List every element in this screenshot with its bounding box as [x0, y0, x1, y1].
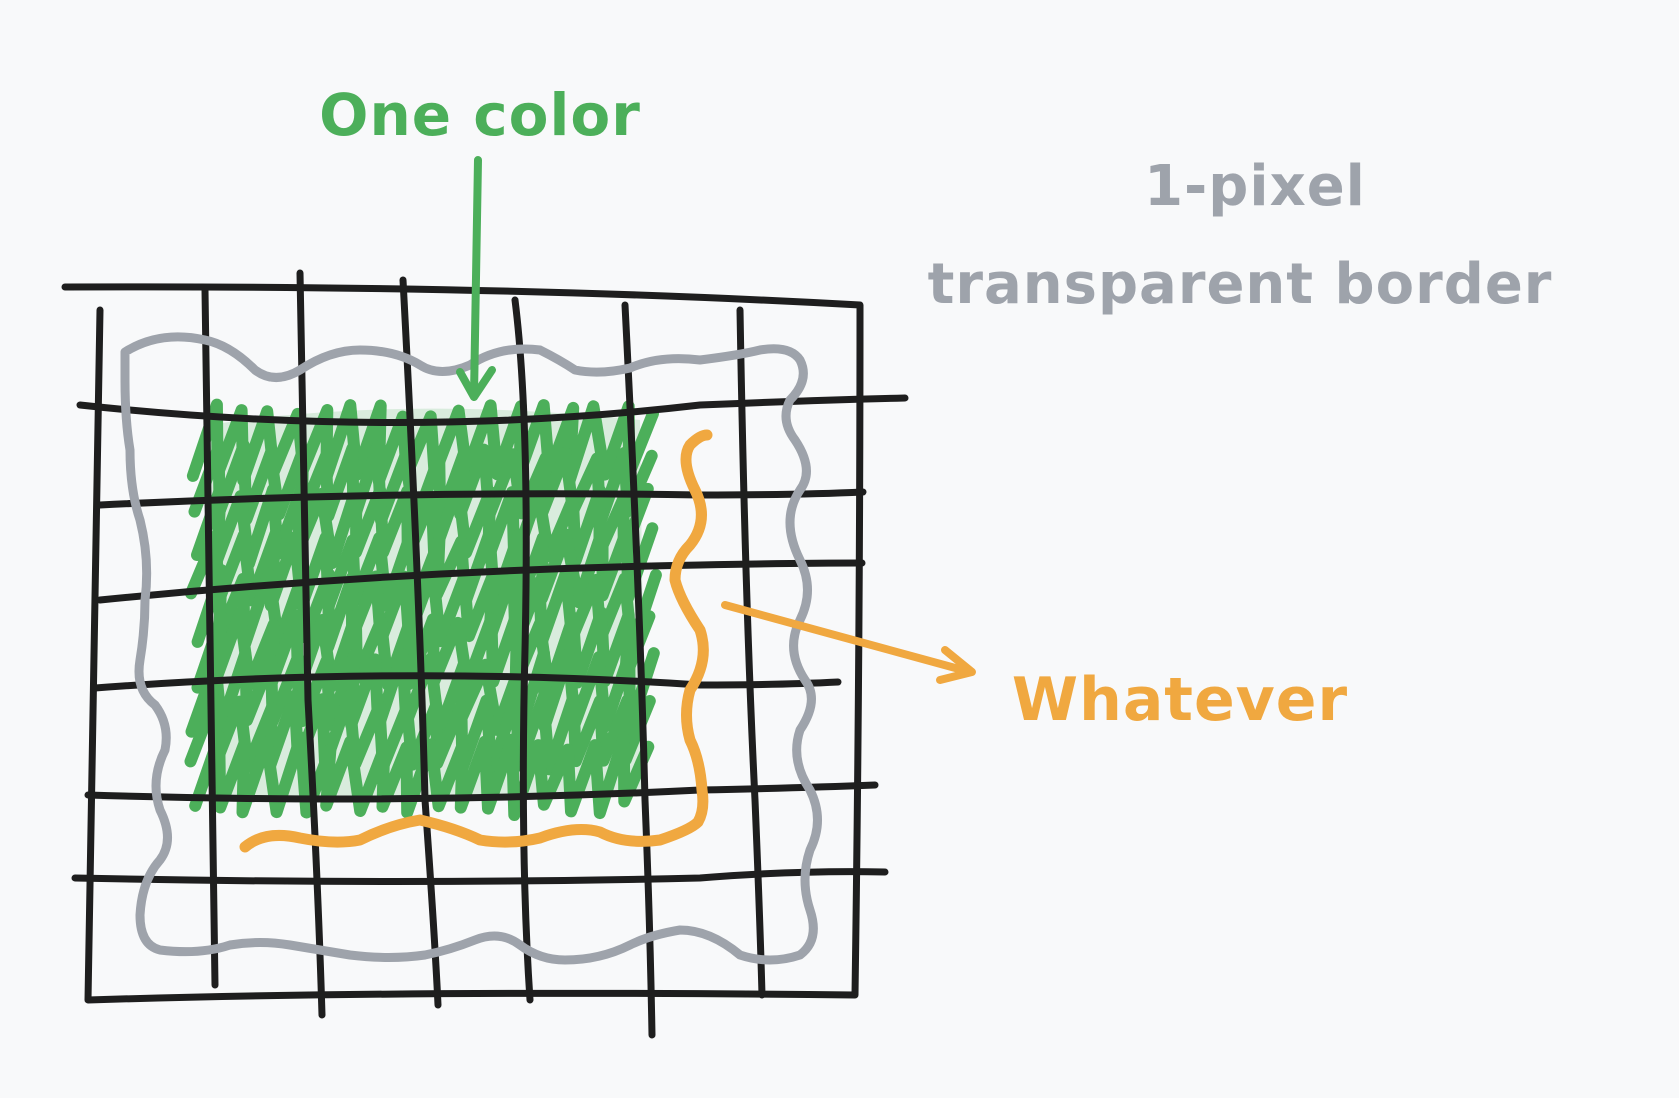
- green-scribble-stroke: [191, 480, 654, 570]
- orange-whatever-boundary: [239, 429, 713, 853]
- green-arrow: [456, 156, 496, 401]
- border-label-line1: 1-pixel: [1144, 154, 1366, 219]
- one-color-label: One color: [319, 81, 641, 149]
- grid-line-horizontal: [91, 672, 842, 692]
- green-scribble-stroke: [189, 730, 655, 821]
- grid-line-vertical: [511, 296, 534, 1004]
- whatever-label: Whatever: [1012, 665, 1348, 735]
- grid-line-horizontal: [71, 868, 889, 885]
- green-scribble-stroke: [186, 398, 659, 488]
- grid-line-vertical: [296, 269, 326, 1019]
- grid-outer-frame: [61, 283, 864, 1004]
- orange-arrow: [721, 601, 976, 684]
- pixel-grid: [61, 269, 909, 1039]
- grid-line-horizontal: [76, 394, 909, 426]
- grid-line-vertical: [621, 301, 656, 1039]
- grid-line-vertical: [736, 306, 766, 999]
- gray-transparent-border: [120, 332, 822, 965]
- grid-line-vertical: [399, 276, 442, 1009]
- border-label-line2: transparent border: [928, 252, 1553, 317]
